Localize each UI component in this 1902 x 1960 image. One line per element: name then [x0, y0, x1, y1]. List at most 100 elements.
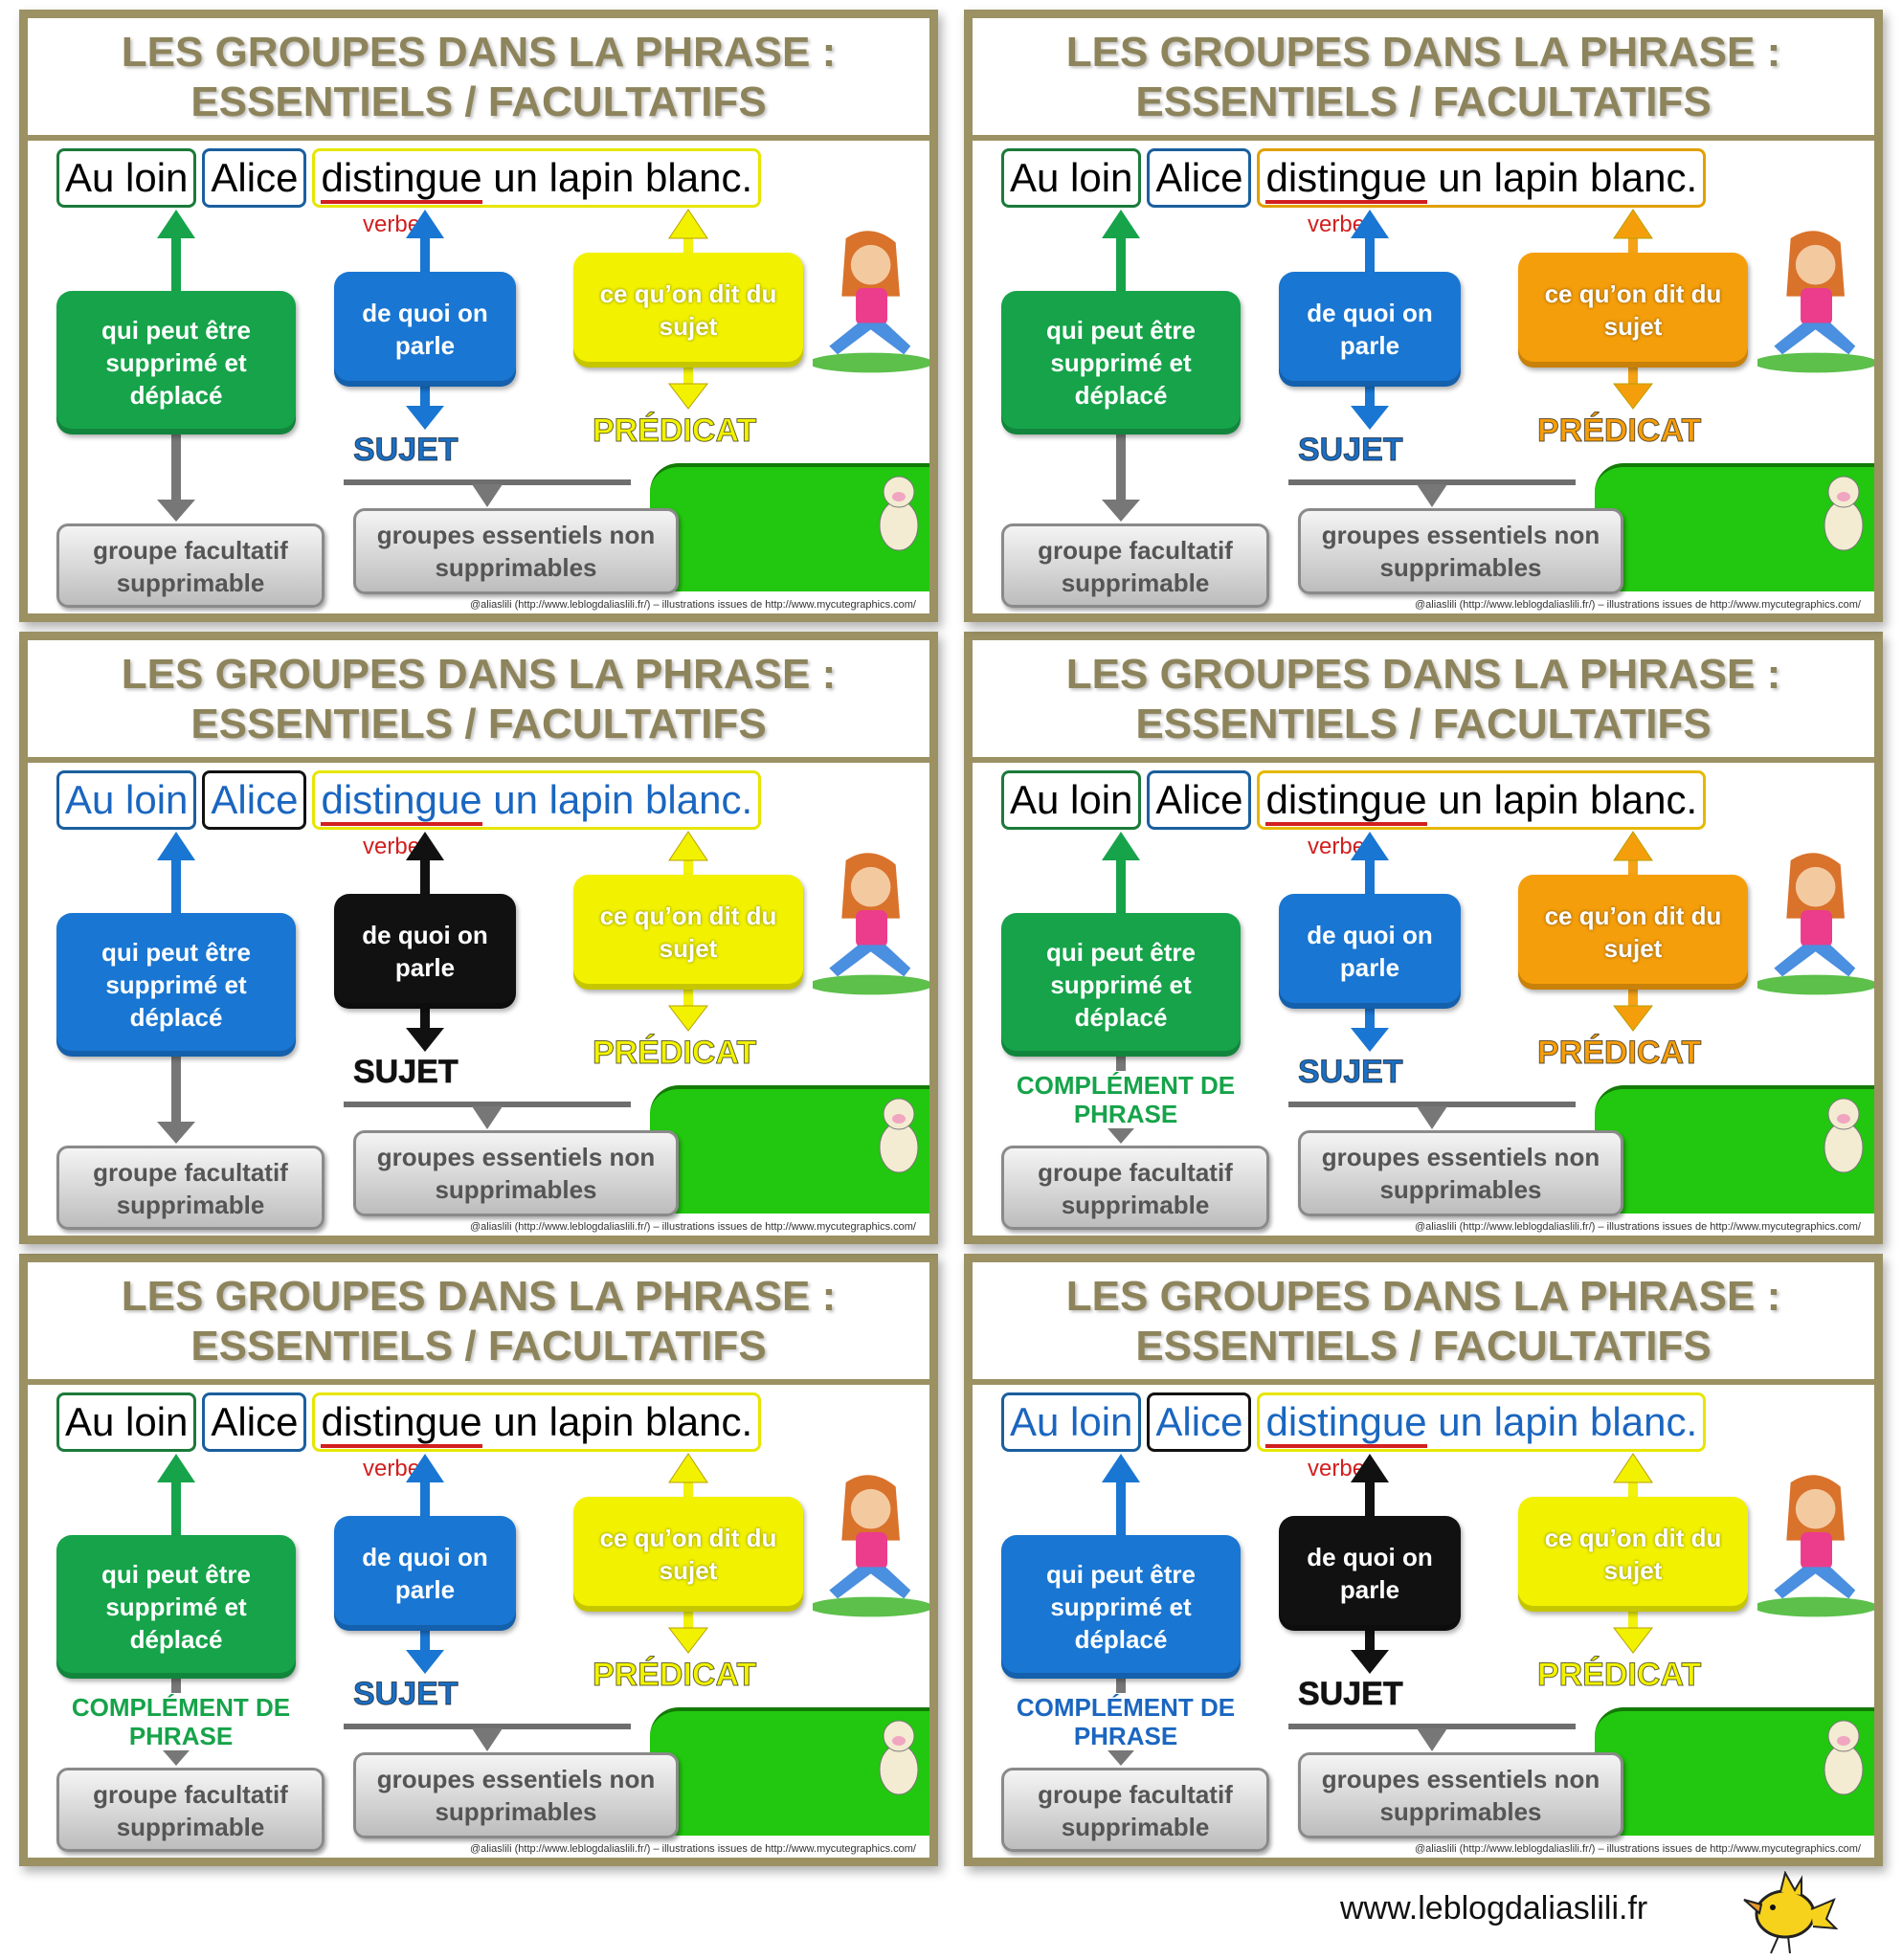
- facultatif-down-arrow-icon: [157, 1057, 195, 1144]
- divider: [28, 1379, 929, 1385]
- complement-up-arrow-icon: [157, 210, 195, 291]
- facultatif-button: groupe facultatif supprimable: [1001, 1768, 1269, 1852]
- poster-card: LES GROUPES DANS LA PHRASE :ESSENTIELS /…: [964, 632, 1883, 1244]
- card-title: LES GROUPES DANS LA PHRASE :ESSENTIELS /…: [973, 1272, 1874, 1371]
- complement-up-arrow-icon: [1102, 832, 1140, 913]
- sentence-verb: distingue: [1265, 1399, 1427, 1448]
- title-line-1: LES GROUPES DANS LA PHRASE :: [121, 29, 837, 76]
- poster-card: LES GROUPES DANS LA PHRASE :ESSENTIELS /…: [19, 632, 938, 1244]
- complement-box: qui peut être supprimé et déplacé: [1001, 1535, 1241, 1679]
- divider: [973, 757, 1874, 763]
- poster-card: LES GROUPES DANS LA PHRASE :ESSENTIELS /…: [964, 10, 1883, 622]
- title-line-2: ESSENTIELS / FACULTATIFS: [1135, 78, 1712, 125]
- subject-box: de quoi on parle: [1279, 894, 1461, 1009]
- balance-pointer-icon: [1417, 1106, 1447, 1129]
- predicate-box: ce qu’on dit du sujet: [573, 1497, 803, 1612]
- credit-text: @aliaslili (http://www.leblogdaliaslili.…: [1414, 1843, 1861, 1855]
- sentence-subject: Alice: [1147, 770, 1252, 830]
- complement-box: qui peut être supprimé et déplacé: [56, 1535, 296, 1679]
- essentiels-button: groupes essentiels non supprimables: [353, 1752, 679, 1838]
- sentence-complement: Au loin: [56, 770, 197, 830]
- sentence-rest: un lapin blanc.: [493, 155, 753, 200]
- complement-up-arrow-icon: [157, 832, 195, 913]
- essentiels-button: groupes essentiels non supprimables: [1298, 1752, 1623, 1838]
- credit-text: @aliaslili (http://www.leblogdaliaslili.…: [1414, 1221, 1861, 1233]
- balance-pointer-icon: [1417, 1728, 1447, 1751]
- sentence-complement: Au loin: [56, 148, 197, 208]
- poster-card: LES GROUPES DANS LA PHRASE :ESSENTIELS /…: [19, 1254, 938, 1866]
- predicate-box: ce qu’on dit du sujet: [573, 253, 803, 368]
- sentence-rest: un lapin blanc.: [493, 777, 753, 822]
- complement-box: qui peut être supprimé et déplacé: [1001, 913, 1241, 1057]
- predicat-label: PRÉDICAT: [1536, 1657, 1702, 1694]
- sentence-subject: Alice: [202, 1392, 307, 1452]
- sentence-rest: un lapin blanc.: [1438, 155, 1698, 200]
- sentence-subject: Alice: [1147, 148, 1252, 208]
- facultatif-button: groupe facultatif supprimable: [56, 1768, 324, 1852]
- predicate-box: ce qu’on dit du sujet: [573, 875, 803, 990]
- predicate-box: ce qu’on dit du sujet: [1518, 253, 1748, 368]
- complement-box: qui peut être supprimé et déplacé: [56, 291, 296, 434]
- sentence-predicate: distingue un lapin blanc.: [312, 148, 762, 208]
- sentence-subject: Alice: [1147, 1392, 1252, 1452]
- sentence-subject: Alice: [202, 148, 307, 208]
- predicate-box: ce qu’on dit du sujet: [1518, 1497, 1748, 1612]
- balance-pointer-icon: [472, 484, 503, 507]
- girl-illustration-icon: [1757, 853, 1874, 995]
- title-line-2: ESSENTIELS / FACULTATIFS: [1135, 701, 1712, 747]
- sentence-predicate: distingue un lapin blanc.: [1257, 148, 1707, 208]
- sujet-label: SUJET: [1298, 1676, 1404, 1713]
- sentence-rest: un lapin blanc.: [493, 1399, 753, 1444]
- complement-label: COMPLÉMENT DE PHRASE: [992, 1071, 1260, 1128]
- divider: [973, 135, 1874, 141]
- card-title: LES GROUPES DANS LA PHRASE :ESSENTIELS /…: [28, 650, 929, 749]
- balance-bar: [1288, 479, 1576, 485]
- subject-box: de quoi on parle: [334, 1516, 516, 1631]
- title-line-2: ESSENTIELS / FACULTATIFS: [190, 1323, 767, 1370]
- sentence-verb: distingue: [321, 777, 482, 826]
- predicat-label: PRÉDICAT: [1536, 412, 1702, 450]
- complement-up-arrow-icon: [1102, 210, 1140, 291]
- credit-text: @aliaslili (http://www.leblogdaliaslili.…: [469, 1221, 916, 1233]
- sujet-label: SUJET: [1298, 1054, 1404, 1091]
- credit-text: @aliaslili (http://www.leblogdaliaslili.…: [469, 599, 916, 611]
- divider: [28, 757, 929, 763]
- complement-box: qui peut être supprimé et déplacé: [1001, 291, 1241, 434]
- facultatif-button: groupe facultatif supprimable: [56, 523, 324, 608]
- girl-illustration-icon: [1757, 231, 1874, 373]
- title-line-1: LES GROUPES DANS LA PHRASE :: [1065, 651, 1781, 698]
- balance-bar: [344, 479, 631, 485]
- facultatif-button: groupe facultatif supprimable: [1001, 523, 1269, 608]
- sentence-predicate: distingue un lapin blanc.: [1257, 770, 1707, 830]
- bunny-icon: [879, 1720, 919, 1795]
- balance-bar: [344, 1724, 631, 1729]
- bunny-icon: [1824, 1098, 1864, 1173]
- sentence-predicate: distingue un lapin blanc.: [1257, 1392, 1707, 1452]
- title-line-1: LES GROUPES DANS LA PHRASE :: [1065, 1273, 1781, 1320]
- title-line-1: LES GROUPES DANS LA PHRASE :: [121, 651, 837, 698]
- divider: [28, 135, 929, 141]
- bunny-icon: [1824, 476, 1864, 551]
- sentence-verb: distingue: [1265, 155, 1427, 204]
- predicat-label: PRÉDICAT: [592, 412, 757, 450]
- girl-illustration-icon: [813, 231, 929, 373]
- complement-label: COMPLÉMENT DE PHRASE: [47, 1693, 315, 1750]
- sentence-rest: un lapin blanc.: [1438, 777, 1698, 822]
- subject-box: de quoi on parle: [334, 894, 516, 1009]
- credit-text: @aliaslili (http://www.leblogdaliaslili.…: [469, 1843, 916, 1855]
- bunny-icon: [879, 1098, 919, 1173]
- balance-pointer-icon: [472, 1728, 503, 1751]
- card-title: LES GROUPES DANS LA PHRASE :ESSENTIELS /…: [28, 28, 929, 127]
- sujet-label: SUJET: [353, 432, 459, 469]
- poster-card: LES GROUPES DANS LA PHRASE :ESSENTIELS /…: [19, 10, 938, 622]
- title-line-1: LES GROUPES DANS LA PHRASE :: [121, 1273, 837, 1320]
- essentiels-button: groupes essentiels non supprimables: [353, 1130, 679, 1216]
- sentence-predicate: distingue un lapin blanc.: [312, 1392, 762, 1452]
- facultatif-button: groupe facultatif supprimable: [1001, 1146, 1269, 1230]
- sentence-predicate: distingue un lapin blanc.: [312, 770, 762, 830]
